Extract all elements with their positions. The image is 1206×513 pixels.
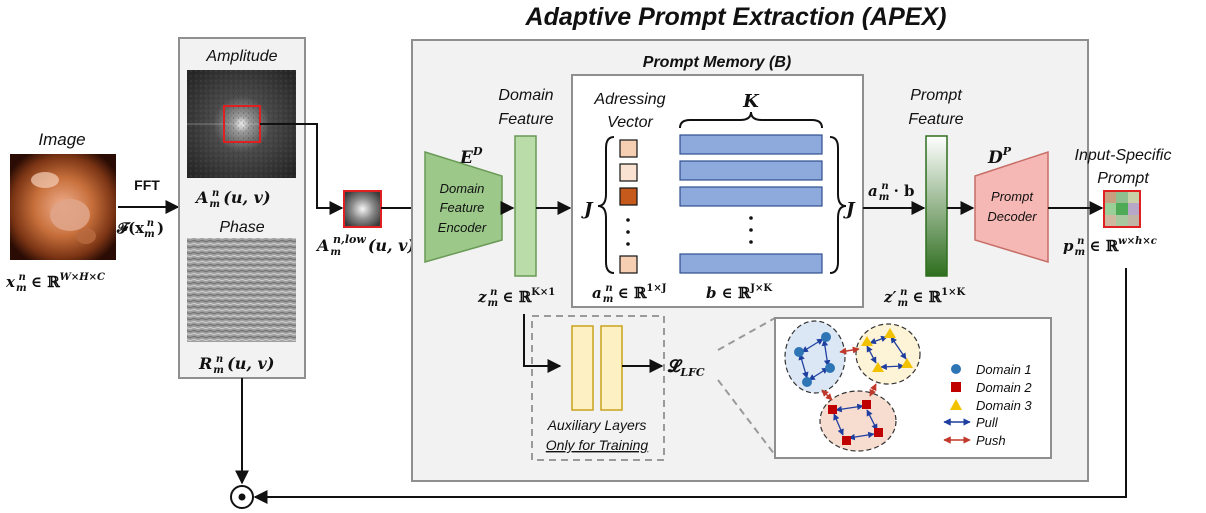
auxiliary-note: Only for Training (546, 437, 649, 453)
low-frequency-notation: Amn,low(u, v) (315, 233, 415, 258)
K-label: K (742, 91, 760, 112)
addressing-vector (619, 139, 638, 274)
a-notation: amn∈ ℝ1×J (592, 283, 667, 305)
J-label-left: J (581, 199, 594, 220)
prompt-decoder (974, 150, 1049, 264)
feature-to-aux-arrow (523, 314, 562, 373)
crop-arrow (260, 123, 344, 215)
prompt-feature-label-1: Prompt (910, 87, 962, 104)
loss-label: 𝓛LFC (667, 357, 705, 379)
product-notation: amn· b (868, 181, 915, 203)
hadamard-product-icon (230, 485, 254, 509)
diagram-title: Adaptive Prompt Extraction (APEX) (525, 3, 947, 31)
push-arrow-1-3 (839, 346, 860, 355)
auxiliary-caption: Auxiliary Layers (547, 417, 647, 433)
domain3-cluster (855, 323, 921, 385)
push-arrow-3-2 (869, 383, 877, 397)
domain-feature-label-1: Domain (498, 87, 553, 104)
fft-label: FFT (134, 177, 160, 193)
legend-domain3: Domain 3 (976, 398, 1032, 413)
prompt-feedback-arrow (253, 268, 1127, 504)
p-notation: pmn∈ ℝw×h×c (1063, 236, 1157, 258)
legend-domain1: Domain 1 (976, 362, 1032, 377)
push-arrow-1-2 (821, 389, 833, 401)
output-label-2: Prompt (1097, 170, 1149, 187)
zoom-line-top (717, 317, 776, 351)
prompt-feature-vector (925, 135, 948, 277)
phase-spectrum (187, 238, 296, 342)
endoscopy-image (10, 154, 116, 260)
domain-feature-vector (514, 135, 537, 277)
legend-domain2-marker (951, 382, 961, 392)
b-notation: b∈ ℝJ×K (706, 283, 772, 302)
legend-domain2: Domain 2 (976, 380, 1032, 395)
output-label-1: Input-Specific (1075, 147, 1172, 164)
legend-push: Push (976, 433, 1006, 448)
amplitude-label: Amplitude (205, 48, 277, 65)
auxiliary-layer-1 (571, 325, 594, 411)
domain-feature-encoder (424, 150, 503, 263)
memory-matrix (679, 134, 823, 274)
legend-domain1-marker (951, 364, 961, 374)
domain2-cluster (819, 390, 897, 452)
prompt-feature-label-2: Feature (908, 111, 963, 128)
encoder-text-1: Domain (440, 181, 485, 196)
image-label: Image (38, 130, 85, 149)
decoder-symbol: DP (987, 145, 1012, 168)
encoder-text-2: Feature (440, 200, 485, 215)
top-brace (679, 111, 823, 129)
phase-label: Phase (219, 219, 264, 236)
phase-notation: Rmn(u, v) (198, 354, 274, 376)
low-frequency-amplitude (343, 190, 382, 228)
encoder-text-3: Encoder (438, 220, 487, 235)
amplitude-notation: Amn(u, v) (194, 188, 271, 210)
fft-expression: 𝓕(xmn) (116, 218, 164, 240)
domain-feature-label-2: Feature (498, 111, 553, 128)
decoder-text-2: Decoder (987, 209, 1037, 224)
zoom-line-bottom (717, 379, 776, 456)
zprime-notation: z′mn∈ ℝ1×K (883, 287, 965, 309)
domain1-cluster (784, 320, 846, 394)
auxiliary-layer-2 (600, 325, 623, 411)
legend-pull: Pull (976, 415, 999, 430)
prompt-memory-title: Prompt Memory (B) (643, 54, 791, 71)
z-notation: zmn∈ ℝK×1 (477, 287, 555, 309)
auxiliary-box (531, 315, 665, 461)
right-brace (829, 136, 847, 274)
left-brace (597, 136, 615, 274)
legend-domain3-marker (950, 399, 962, 410)
J-label-right: J (843, 199, 856, 220)
image-notation: xmn∈ ℝW×H×C (5, 272, 105, 294)
legend: Domain 1 Domain 2 Domain 3 Pull Push (943, 362, 1032, 448)
addressing-label-1: Adressing (593, 91, 665, 108)
addressing-label-2: Vector (607, 114, 653, 131)
input-specific-prompt-image (1103, 190, 1141, 228)
decoder-text-1: Prompt (991, 189, 1034, 204)
